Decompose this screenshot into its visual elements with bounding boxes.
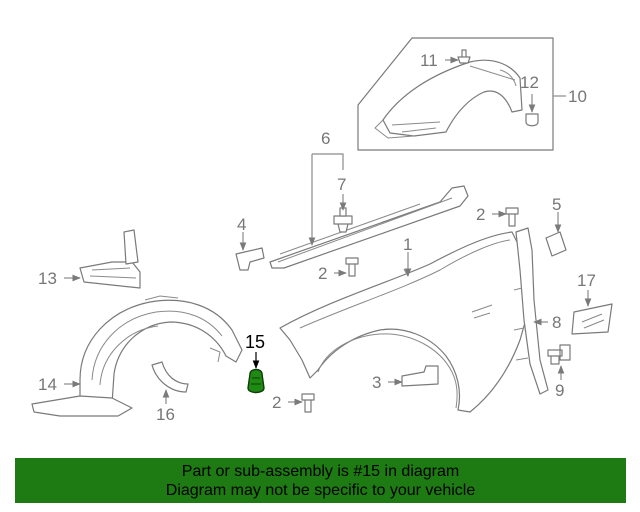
highlighted-part-15 (247, 368, 265, 394)
bolt-2c (301, 393, 315, 413)
info-banner: Part or sub-assembly is #15 in diagram D… (15, 458, 626, 503)
callout-16: 16 (156, 405, 175, 424)
callout-15: 15 (245, 332, 265, 352)
clip-7 (333, 207, 353, 233)
callout-10: 10 (568, 87, 587, 106)
callout-3: 3 (372, 373, 381, 392)
callout-8: 8 (552, 313, 561, 332)
molding-strip (269, 185, 469, 269)
callout-2: 2 (318, 264, 327, 283)
bracket-4 (235, 247, 265, 271)
banner-line-2: Diagram may not be specific to your vehi… (165, 482, 476, 499)
callout-13: 13 (38, 269, 57, 288)
bolt-9 (547, 344, 571, 365)
callout-14: 14 (38, 375, 57, 394)
callout-2: 2 (476, 205, 485, 224)
bracket-3 (401, 365, 439, 387)
seal-16 (151, 361, 189, 393)
callout-9: 9 (555, 381, 564, 400)
callout-12: 12 (520, 73, 539, 92)
callout-labels: 1 2 2 2 2 3 4 5 6 7 8 9 10 11 12 13 14 1… (38, 51, 596, 424)
wheel-liner (31, 295, 243, 417)
callout-4: 4 (237, 215, 246, 234)
callout-17: 17 (577, 271, 596, 290)
callout-5: 5 (552, 195, 561, 214)
bolt-2a (505, 207, 519, 227)
callout-6: 6 (321, 129, 330, 148)
seal-strip-8 (515, 227, 549, 395)
fender (279, 231, 531, 413)
inset-panel (357, 37, 554, 151)
bracket-13 (79, 229, 141, 289)
callout-2: 2 (272, 393, 281, 412)
seal-5 (545, 231, 567, 257)
callout-1: 1 (403, 235, 412, 254)
callout-7: 7 (337, 175, 346, 194)
bolt-2b (345, 257, 359, 277)
banner-line-1: Part or sub-assembly is #15 in diagram (181, 463, 460, 480)
leader-lines (64, 56, 592, 406)
callout-11: 11 (420, 51, 438, 70)
emblem-17 (571, 303, 613, 335)
